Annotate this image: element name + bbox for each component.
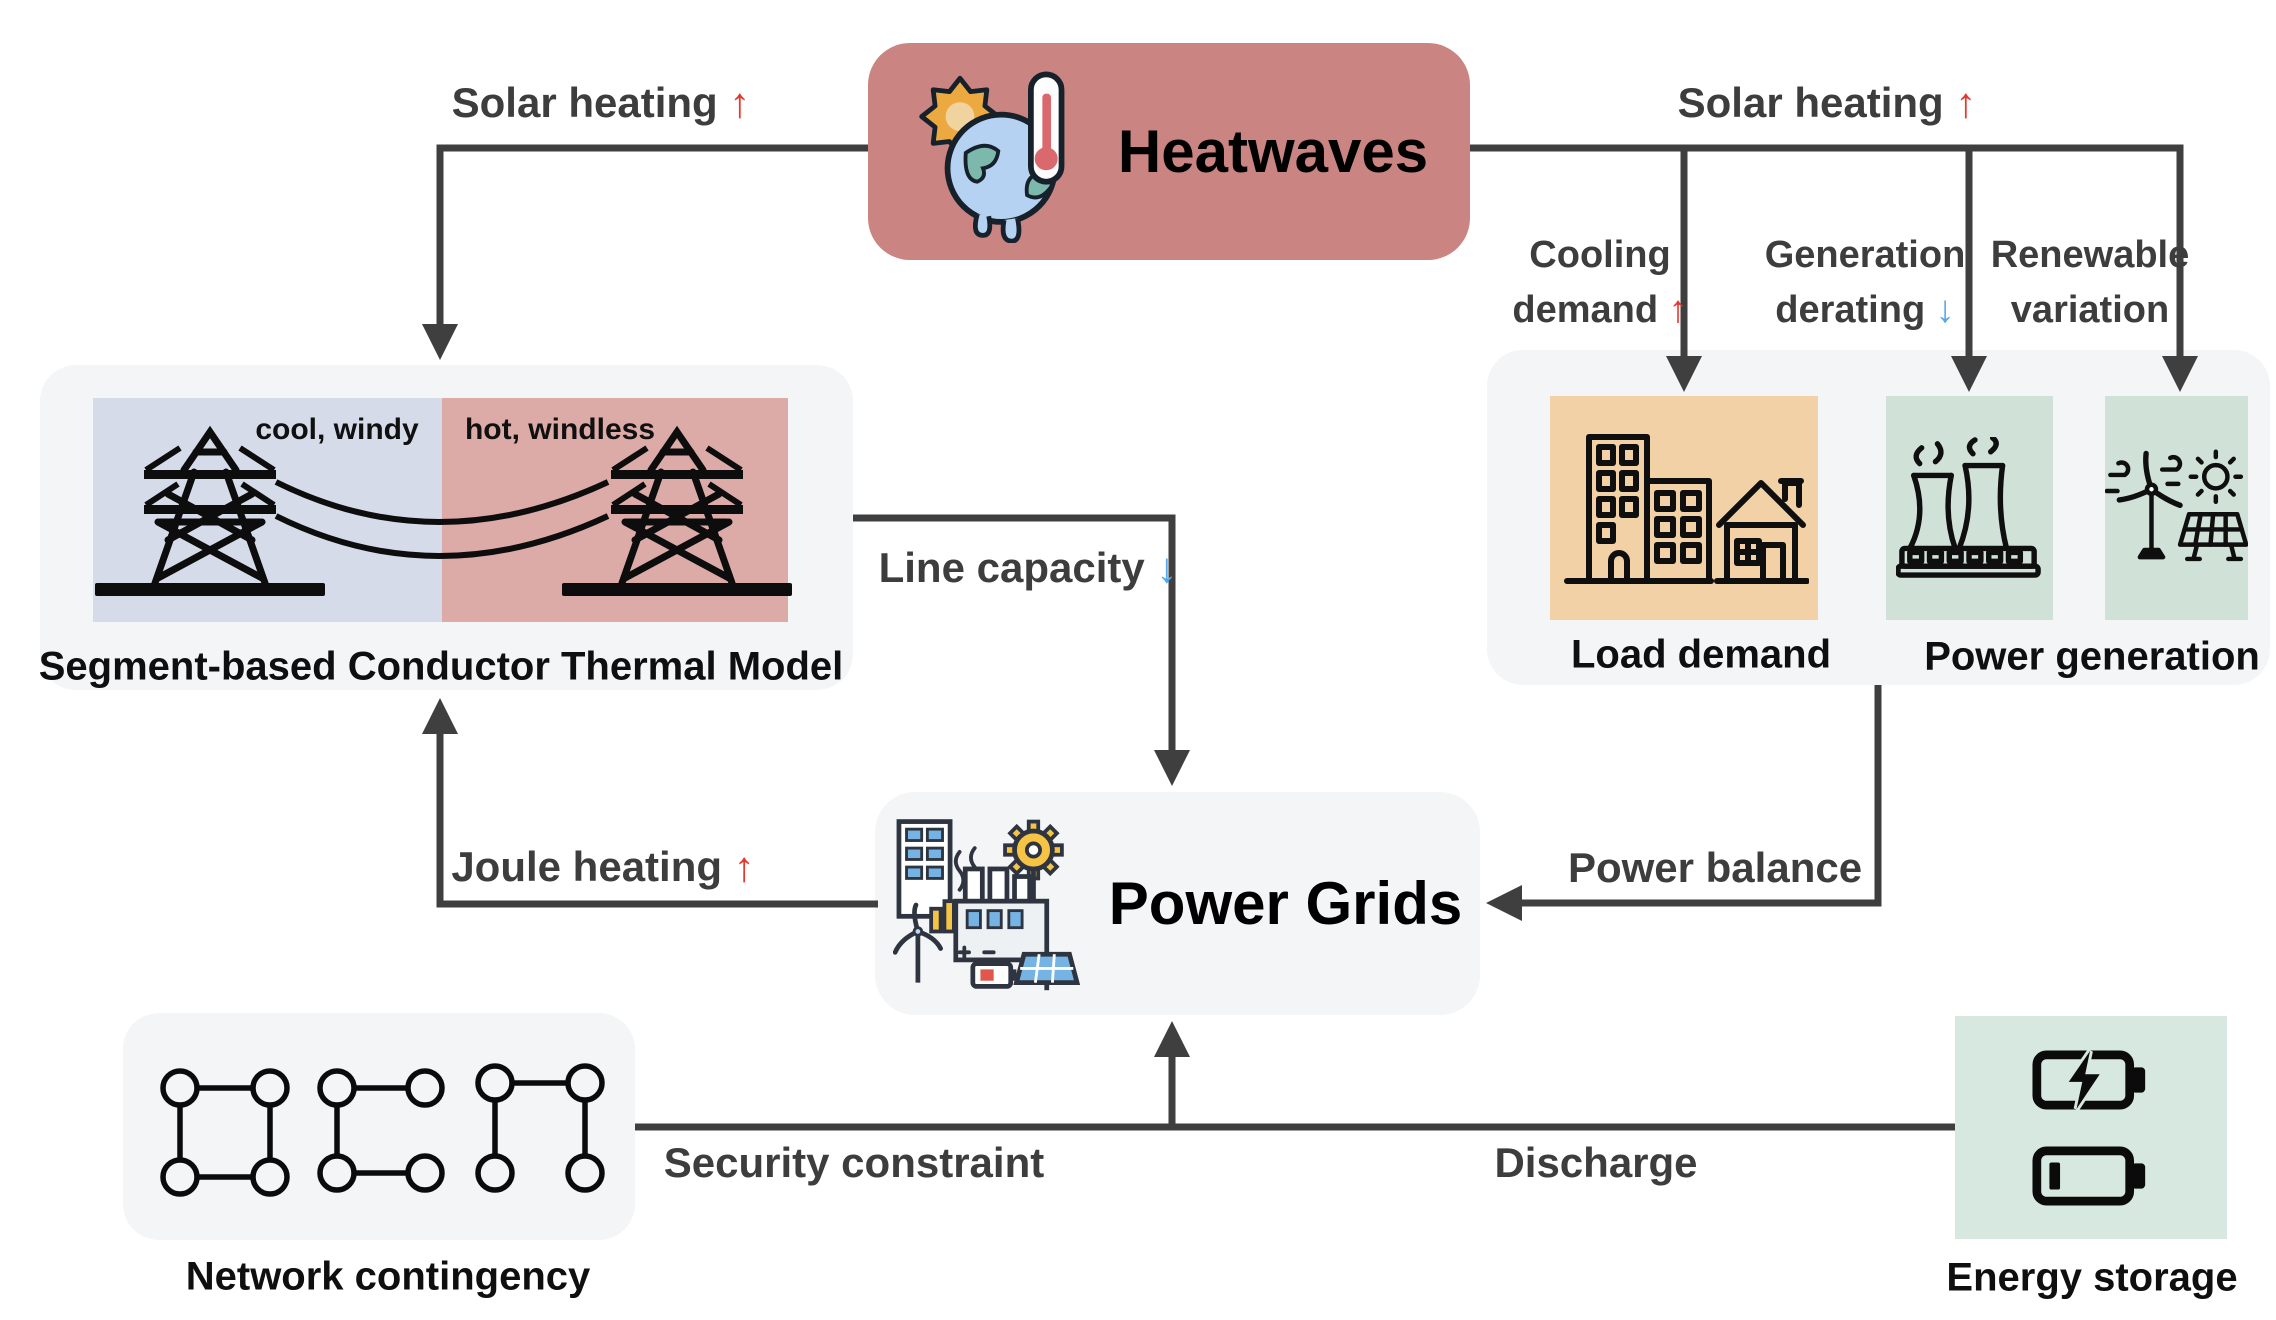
hot-windless-label: hot, windless bbox=[464, 413, 656, 446]
factory-gear-renewables-icon bbox=[892, 818, 1080, 990]
line-capacity-label: Line capacity ↓ bbox=[878, 544, 1178, 591]
arrowhead-into-grids-right bbox=[1486, 885, 1522, 921]
joule-heating-label: Joule heating ↑ bbox=[451, 843, 755, 890]
buildings-house-icon bbox=[1564, 434, 1809, 584]
sun-melting-earth-thermometer-icon bbox=[919, 71, 1065, 243]
discharge-label: Discharge bbox=[1494, 1139, 1698, 1186]
cool-windy-label: cool, windy bbox=[255, 413, 419, 446]
power-balance-label: Power balance bbox=[1567, 844, 1863, 891]
renewable-variation-label: Renewable variation bbox=[1990, 234, 2190, 331]
solar-heating-right-label: Solar heating ↑ bbox=[1677, 79, 1977, 126]
node-edge-graph-icons bbox=[160, 1063, 605, 1197]
power-grids-title: Power Grids bbox=[1108, 870, 1463, 937]
generation-derating-label: Generation derating ↓ bbox=[1764, 234, 1966, 331]
up-arrow-icon: ↑ bbox=[733, 843, 755, 890]
up-arrow-icon: ↑ bbox=[1668, 289, 1688, 331]
power-generation-caption: Power generation bbox=[1924, 634, 2260, 679]
energy-storage-caption: Energy storage bbox=[1946, 1255, 2238, 1300]
arrowhead-into-thermal bbox=[422, 324, 458, 360]
down-arrow-icon: ↓ bbox=[1935, 289, 1955, 331]
up-arrow-icon: ↑ bbox=[1955, 79, 1977, 126]
heatwaves-node: Heatwaves bbox=[868, 43, 1470, 260]
thermal-model-node bbox=[40, 365, 853, 690]
heatwaves-title: Heatwaves bbox=[1117, 118, 1429, 185]
power-grids-node: Power Grids bbox=[875, 792, 1480, 1015]
up-arrow-icon: ↑ bbox=[729, 79, 751, 126]
network-contingency-caption: Network contingency bbox=[185, 1254, 591, 1299]
load-demand-caption: Load demand bbox=[1570, 632, 1832, 677]
gear-icon bbox=[1002, 819, 1064, 880]
battery-charging-icon bbox=[2032, 1048, 2146, 1111]
arrowhead-into-grids-top bbox=[1154, 750, 1190, 786]
battery-low-icon bbox=[2032, 1146, 2146, 1205]
solar-heating-left-label: Solar heating ↑ bbox=[451, 79, 751, 126]
load-demand-tile bbox=[1550, 396, 1818, 620]
thermal-generation-tile bbox=[1886, 396, 2053, 620]
renewable-generation-tile bbox=[2105, 396, 2248, 620]
energy-storage-node bbox=[1955, 1016, 2227, 1239]
wind-turbine-sun-solar-panel-icon bbox=[2105, 449, 2248, 562]
network-contingency-node bbox=[123, 1013, 635, 1240]
cooling-towers-plant-icon bbox=[1895, 437, 2041, 578]
down-arrow-icon: ↓ bbox=[1156, 544, 1178, 591]
thermal-model-caption: Segment-based Conductor Thermal Model bbox=[38, 644, 844, 689]
edge-heatwaves-to-thermal bbox=[436, 144, 868, 326]
arrowhead-into-thermal-bottom bbox=[422, 698, 458, 734]
arrowhead-into-grids-bottom bbox=[1154, 1021, 1190, 1057]
security-constraint-label: Security constraint bbox=[663, 1139, 1045, 1186]
cooling-demand-label: Cooling demand ↑ bbox=[1512, 234, 1688, 331]
demand-generation-node bbox=[1487, 350, 2270, 685]
